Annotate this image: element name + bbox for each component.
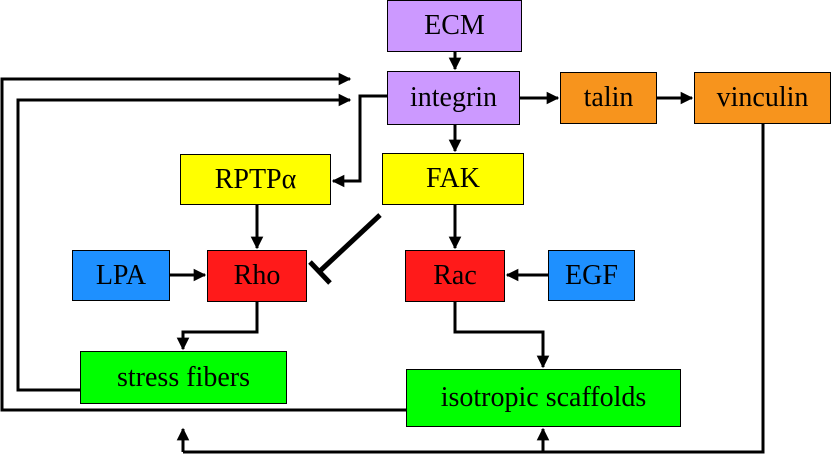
edge-rac-isotropic-scaffolds [453,302,550,369]
edge-integrin-rptp [331,94,387,188]
edge-fak-rho-inhibit [318,213,382,273]
edge-stress-fibers-feedback [16,93,352,392]
node-integrin: integrin [387,71,520,125]
node-rptp-alpha: RPTPα [180,154,331,205]
node-ecm: ECM [387,0,522,52]
edge-vinculin-bus [183,124,765,454]
node-stress-fibers: stress fibers [80,351,287,404]
edge-rho-stress-fibers [176,302,259,351]
node-rho: Rho [207,250,307,302]
node-lpa: LPA [72,250,170,301]
node-vinculin: vinculin [694,72,831,124]
node-fak: FAK [382,153,524,205]
node-isotropic-scaffolds: isotropic scaffolds [406,369,681,427]
inhibit-bar [308,260,332,285]
node-talin: talin [560,72,657,124]
node-rac: Rac [405,250,505,302]
node-egf: EGF [548,250,635,301]
edge-isotropic-scaffolds-feedback [0,72,406,412]
